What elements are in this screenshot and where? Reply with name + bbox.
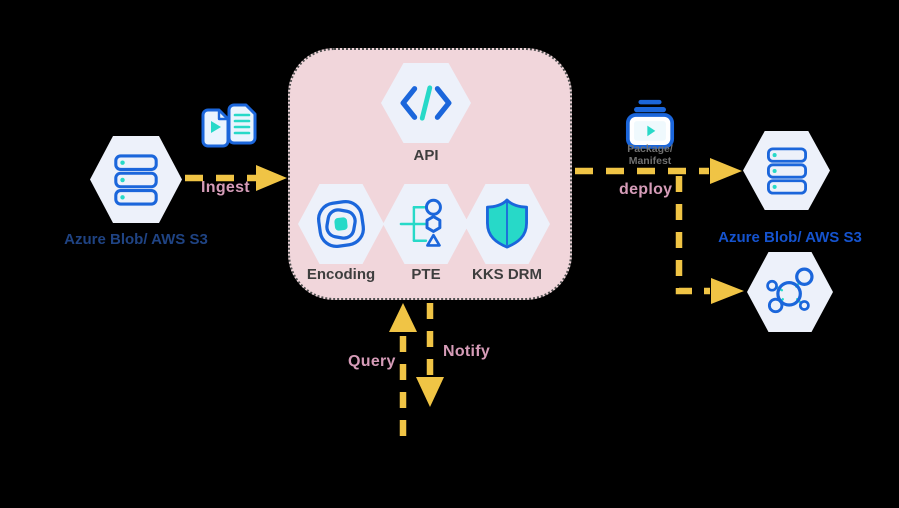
encoder-icon — [316, 199, 366, 249]
server-icon — [114, 153, 158, 206]
deploy-branch-arrowhead — [711, 278, 744, 304]
notify-edge-label: Notify — [443, 343, 491, 360]
ingest-arrowhead — [256, 165, 287, 191]
deploy-arrowhead — [710, 158, 742, 184]
encoding-label: Encoding — [306, 266, 376, 283]
notify-arrowhead — [416, 377, 444, 407]
pte-node — [383, 184, 469, 264]
workflow-icon — [399, 198, 442, 247]
notify-arrow — [416, 303, 444, 407]
source-storage-node — [90, 136, 182, 223]
destination-network-node — [747, 252, 833, 332]
code-icon — [400, 85, 452, 121]
deploy-edge-label: deploy — [619, 181, 673, 198]
package-label-line2: Manifest — [628, 155, 672, 167]
destination-storage-label: Azure Blob/ AWS S3 — [718, 229, 862, 246]
kks-drm-label: KKS DRM — [472, 266, 542, 283]
destination-storage-node — [743, 131, 830, 210]
source-storage-label: Azure Blob/ AWS S3 — [64, 231, 208, 248]
pte-label: PTE — [411, 266, 441, 283]
video-file-icon — [201, 108, 230, 148]
server-icon — [766, 146, 807, 195]
video-file-and-document-icon — [201, 103, 257, 148]
ingest-edge-label: Ingest — [201, 179, 250, 196]
network-icon — [766, 267, 814, 314]
media-package-icon — [625, 99, 675, 149]
shield-icon — [486, 198, 528, 249]
document-file-icon — [227, 103, 257, 145]
package-manifest-label: Package/ Manifest — [616, 143, 684, 167]
encoding-node — [298, 184, 384, 264]
query-arrowhead — [389, 303, 417, 332]
package-label-line1: Package/ — [627, 143, 673, 155]
query-edge-label: Query — [348, 353, 396, 370]
api-label: API — [413, 147, 439, 164]
